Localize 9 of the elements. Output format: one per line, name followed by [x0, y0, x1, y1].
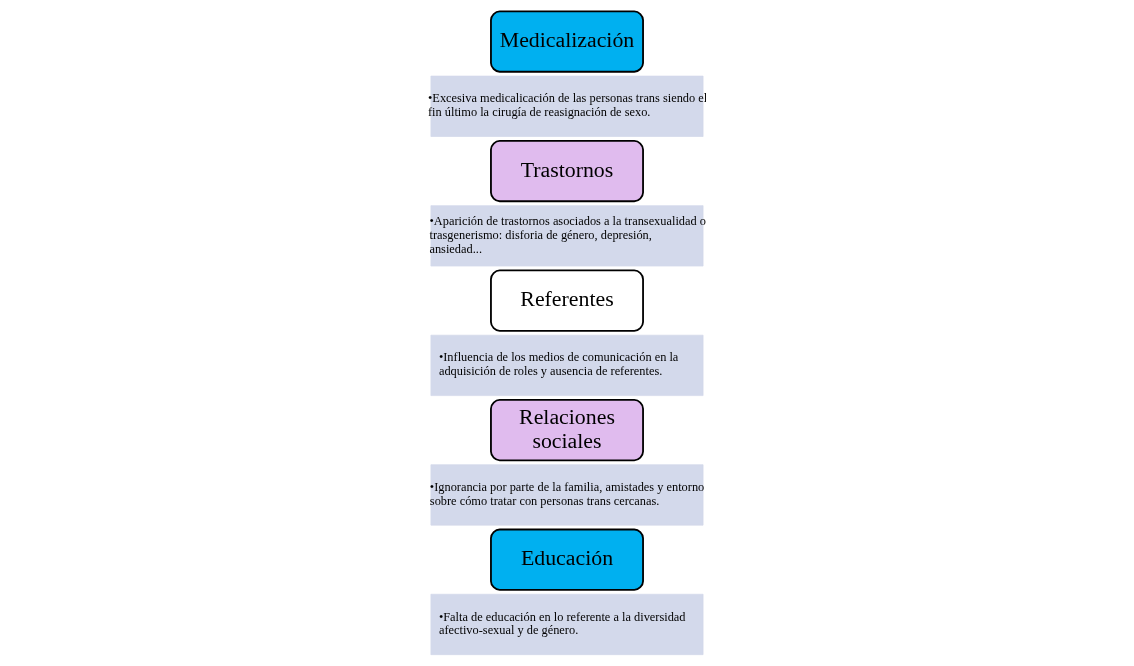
node-box: Relaciones sociales: [490, 399, 644, 462]
node-box: •Ignorancia por parte de la familia, amistades y entorno sobre cómo tratar con personas trans cercanas.: [430, 464, 704, 526]
node-box: Referentes: [490, 269, 644, 332]
node-box: •Influencia de los medios de comunicación en la adquisición de roles y ausencia de referentes.: [430, 334, 704, 396]
node-box: •Aparición de trastornos asociados a la transexualidad o trasgenerismo: disforia de género, depresión, ansiedad...: [430, 205, 704, 267]
node-box: Educación: [490, 528, 644, 591]
node-box: Medicalización: [490, 10, 644, 73]
node-box: •Falta de educación en lo referente a la diversidad afectivo-sexual y de género.: [430, 593, 704, 656]
node-box: Trastornos: [490, 139, 644, 203]
